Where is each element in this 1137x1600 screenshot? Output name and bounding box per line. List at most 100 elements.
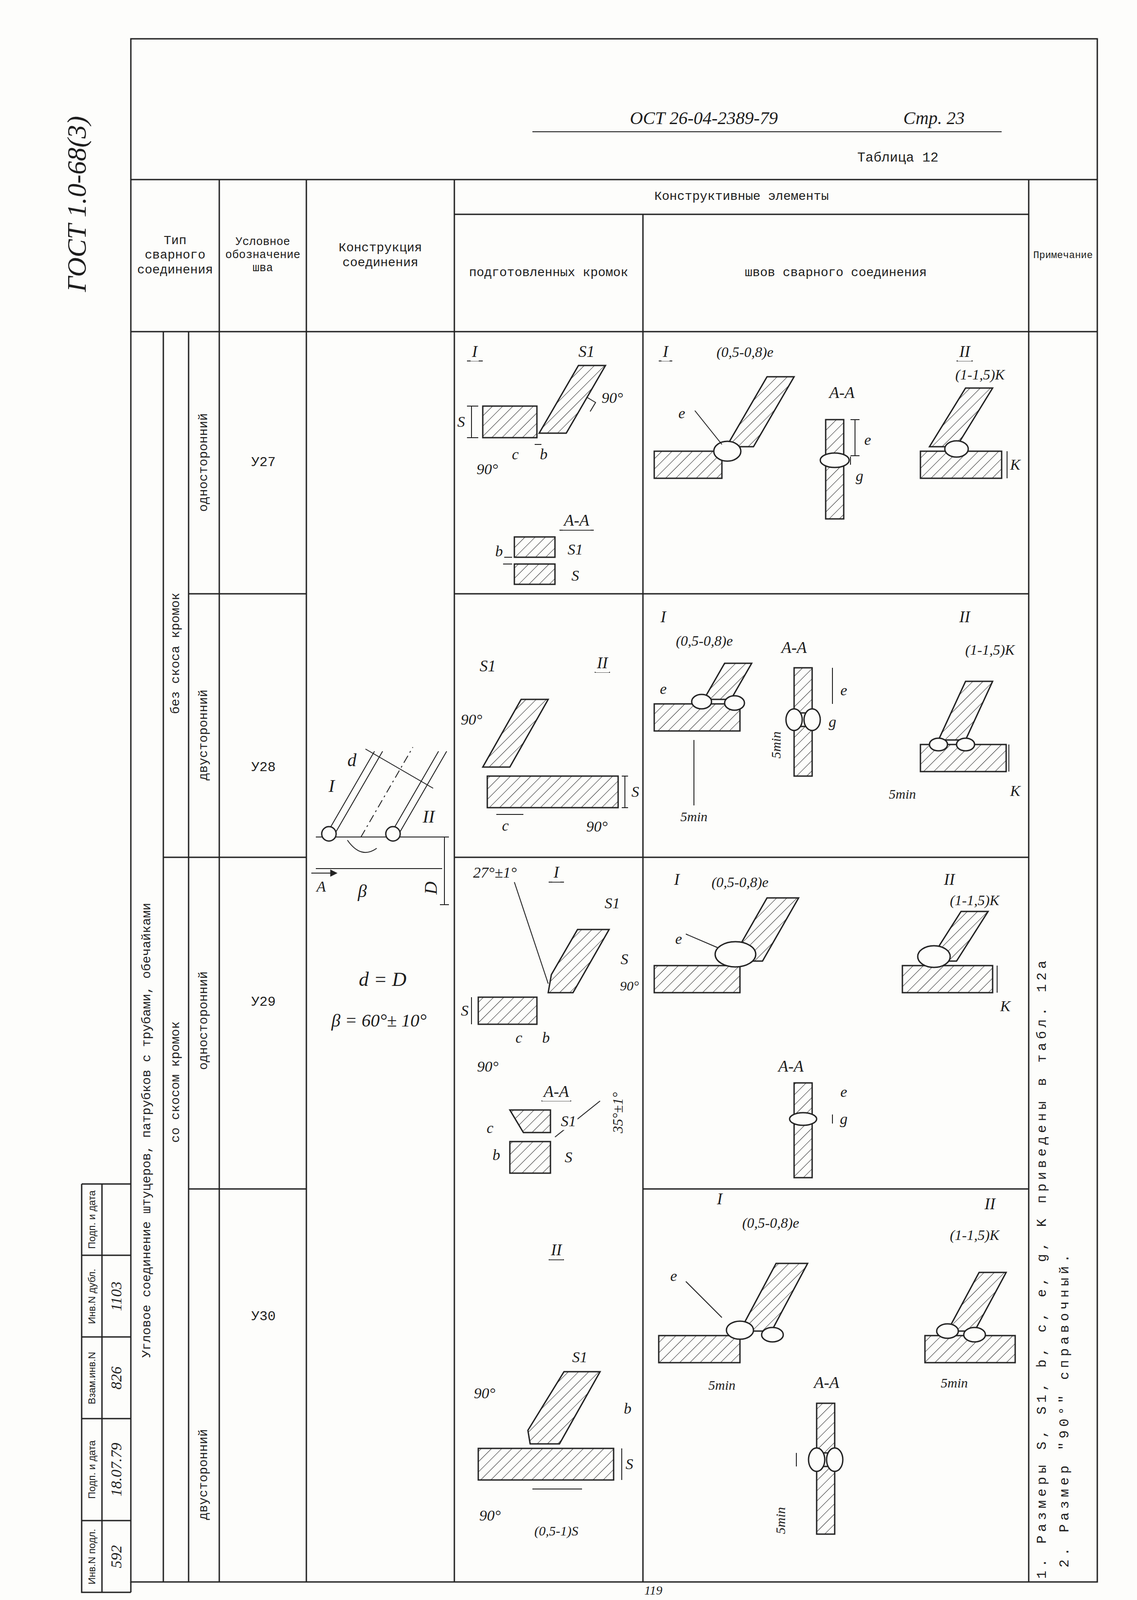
weld-u30-shape [963, 1327, 986, 1342]
dimension-label: b [538, 445, 550, 463]
edge-prep-u27-shape [539, 365, 606, 434]
joint-construction-shape [315, 836, 443, 869]
weld-u29-shape [831, 1114, 833, 1124]
dimension-label: S [630, 782, 641, 801]
dimension-label: e [658, 679, 668, 698]
dimension-label: S [570, 566, 581, 585]
weld-u29 [654, 897, 998, 1178]
weld-u29-shape [996, 965, 998, 993]
dimension-label: c [510, 445, 520, 463]
table-grid-shape [188, 1188, 1029, 1190]
table-grid-shape [532, 131, 1002, 133]
dimension-label: e [673, 929, 684, 948]
dimension-label: 90° [600, 388, 625, 407]
dimension-label: I [327, 775, 336, 797]
weld-u27-shape [850, 456, 851, 465]
table-text: со скосом кромок [168, 1020, 184, 1145]
dimension-label: A [315, 877, 328, 896]
dimension-label: A-A [562, 511, 591, 530]
edge-prep-u27-shape [503, 557, 513, 564]
weld-u28-shape [794, 667, 813, 713]
label-anchor: подготовленных кромок [454, 214, 643, 332]
weld-u29-shape [794, 1082, 813, 1115]
dimension-label: A-A [812, 1373, 841, 1392]
table-text: двусторонний [196, 688, 212, 782]
weld-u30-shape [936, 1323, 959, 1339]
dimension-label: e [862, 430, 873, 449]
edge-prep-u29-u30-shape [527, 1371, 601, 1444]
dimension-label: 5min [768, 730, 785, 760]
dimension-label: I [661, 342, 670, 361]
weld-u27-shape [654, 451, 722, 479]
weld-u28-shape [804, 708, 821, 731]
weld-u29-shape [917, 945, 951, 968]
weld-u28-shape [691, 694, 712, 709]
edge-prep-u29-u30-shape [621, 1448, 623, 1480]
dimension-label: I [470, 342, 479, 361]
weld-u29-shape [715, 941, 756, 967]
stamp-text: Инв.N подл. [86, 1527, 98, 1586]
dimension-label: e [668, 1266, 679, 1285]
weld-u28-shape [929, 738, 948, 751]
dimension-label: β [356, 880, 369, 902]
table-text: У29 [249, 994, 278, 1011]
dimension-label: c [500, 816, 510, 835]
dimension-label: 90° [475, 460, 500, 478]
dimension-label: e [676, 404, 687, 422]
dimension-label: (1-1,5)K [948, 892, 1001, 909]
weld-u29-shape [789, 1112, 817, 1126]
edge-prep-u29-u30-shape [514, 882, 549, 984]
dimension-label: c [485, 1118, 495, 1137]
stamp-text: Инв.N дубл. [86, 1267, 98, 1326]
weld-u27-shape [825, 464, 844, 519]
edge-prep-u29-u30-shape [471, 997, 472, 1025]
dimension-label: 27°±1° [471, 863, 519, 882]
table-grid-shape [130, 179, 1098, 332]
dimension-label: 90° [618, 978, 641, 994]
dimension-label: 1103 [107, 1280, 125, 1313]
edge-prep-u28-shape [496, 813, 524, 815]
table-grid [130, 38, 1098, 1582]
dimension-label: (0,5-1)S [532, 1523, 580, 1540]
edge-prep-u29-u30-shape [554, 1100, 601, 1137]
table-text: односторонний [196, 411, 212, 514]
dimension-label: 592 [107, 1543, 125, 1570]
edge-prep-u29-u30-shape [509, 1141, 551, 1174]
joint-construction-shape [347, 840, 377, 853]
table-text: подготовленных кромок [467, 265, 630, 281]
edge-prep-u28 [482, 672, 629, 815]
dimension-label: (0,5-0,8)e [674, 632, 735, 650]
dimension-label: 90° [477, 1506, 503, 1525]
dimension-label: S1 [570, 1348, 589, 1366]
dimension-label: II [549, 1240, 564, 1260]
dimension-label: (1-1,5)K [948, 1226, 1001, 1244]
dimension-label: 90° [584, 817, 610, 836]
weld-u30-shape [739, 1263, 808, 1332]
dimension-label: I [715, 1189, 724, 1209]
dimension-label: A-A [542, 1082, 571, 1101]
dimension-label: 5min [887, 786, 918, 803]
weld-u30-shape [816, 1403, 835, 1453]
stamp-text: Подп. и дата [86, 1188, 98, 1251]
weld-u30-shape [658, 1335, 740, 1363]
weld-u29-shape [685, 933, 718, 948]
stamp-text: Подп. и дата [86, 1438, 98, 1501]
table-text: У28 [249, 759, 278, 776]
dimension-label: 826 [107, 1365, 125, 1392]
joint-construction-shape [365, 748, 434, 789]
weld-u28-shape [938, 681, 993, 740]
table-text: швов сварного соединения [743, 265, 929, 281]
dimension-label: S [619, 950, 630, 968]
dimension-label: g [827, 712, 838, 731]
dimension-label: S1 [577, 342, 597, 361]
table-text: У27 [249, 454, 278, 471]
weld-u27-shape [694, 410, 722, 445]
edge-prep-u29-u30-shape [478, 1448, 614, 1480]
weld-u27-shape [825, 419, 844, 456]
joint-construction-shape [360, 747, 413, 837]
weld-u28 [654, 663, 1009, 806]
table-text: Конструкция соединения [308, 240, 453, 270]
table-text: 2. Размер "90°" справочный. [1057, 1249, 1073, 1569]
dimension-label: II [957, 342, 972, 361]
